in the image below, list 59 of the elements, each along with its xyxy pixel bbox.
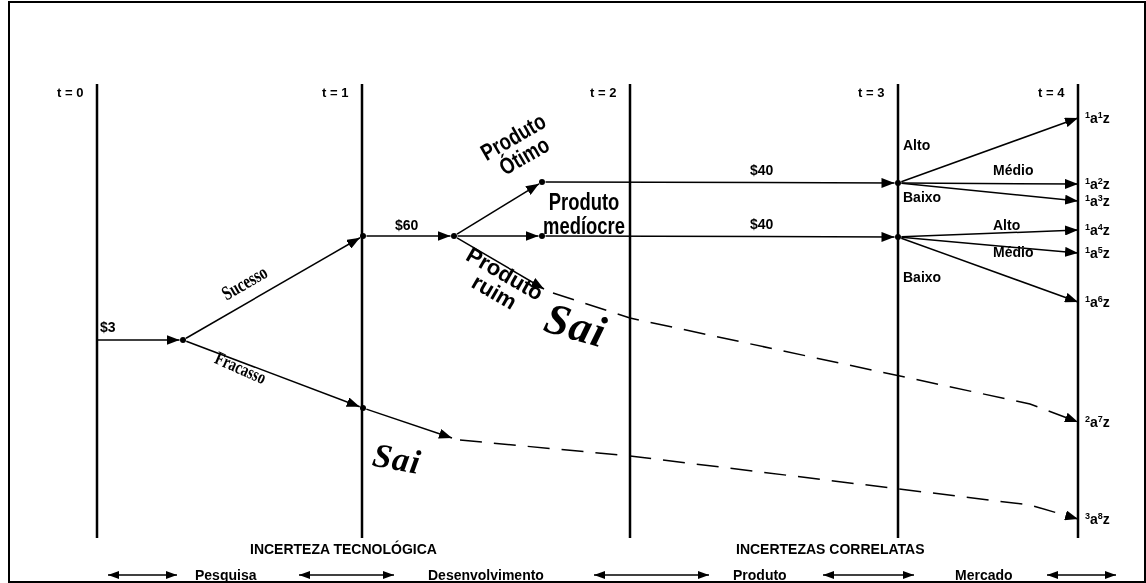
edge-label: Sucesso bbox=[218, 261, 272, 305]
time-label: t = 2 bbox=[590, 86, 617, 99]
phase-label: Mercado bbox=[955, 568, 1013, 582]
arrow bbox=[365, 408, 453, 439]
arrow bbox=[456, 231, 540, 241]
outcome-label: $^{1}$a$^{6}$z bbox=[1078, 294, 1110, 310]
edge-label: Alto bbox=[993, 218, 1021, 233]
edge-label: $40 bbox=[750, 163, 774, 178]
section-heading: INCERTEZAS CORRELATAS bbox=[736, 542, 925, 556]
arrow bbox=[544, 177, 896, 188]
arrow bbox=[900, 237, 1079, 303]
arrow bbox=[544, 231, 896, 242]
junction-point bbox=[180, 337, 186, 343]
time-label: t = 4 bbox=[1038, 86, 1065, 99]
junction-point bbox=[539, 233, 545, 239]
outcome-label: $^{3}$a$^{8}$z bbox=[1078, 511, 1110, 527]
edge-label: Alto bbox=[903, 138, 931, 153]
outcome-label: $^{1}$a$^{4}$z bbox=[1078, 222, 1110, 238]
edge-label: $3 bbox=[100, 320, 116, 335]
arrow bbox=[900, 182, 1079, 205]
arrow bbox=[365, 231, 452, 241]
edge-label: $40 bbox=[750, 217, 774, 232]
outcome-label: $^{1}$a$^{2}$z bbox=[1078, 176, 1110, 192]
arrow bbox=[456, 183, 540, 235]
arrow bbox=[900, 225, 1079, 238]
edge-label: Médio bbox=[993, 245, 1034, 260]
junction-point bbox=[360, 233, 366, 239]
edge-label: Produto medíocre bbox=[542, 190, 626, 239]
arrow bbox=[552, 292, 1079, 423]
outcome-label: $^{1}$a$^{5}$z bbox=[1078, 245, 1110, 261]
arrow bbox=[96, 335, 181, 345]
phase-label: Desenvolvimento bbox=[428, 568, 544, 582]
arrow bbox=[456, 237, 545, 290]
time-label: t = 3 bbox=[858, 86, 885, 99]
arrow bbox=[900, 117, 1079, 183]
phase-label: Pesquisa bbox=[195, 568, 257, 582]
phase-label: Produto bbox=[733, 568, 787, 582]
outcome-label: $^{2}$a$^{7}$z bbox=[1078, 414, 1110, 430]
arrow bbox=[185, 237, 361, 339]
edge-label: Médio bbox=[993, 163, 1034, 178]
outcome-label: $^{1}$a$^{1}$z bbox=[1078, 110, 1110, 126]
edge-label: $60 bbox=[395, 218, 419, 233]
edge-label: Baixo bbox=[903, 190, 942, 205]
exit-label: Sai bbox=[370, 438, 424, 480]
arrow bbox=[900, 236, 1079, 257]
junction-point bbox=[360, 405, 366, 411]
arrow bbox=[900, 178, 1079, 189]
edge-label: Baixo bbox=[903, 270, 942, 285]
outcome-label: $^{1}$a$^{3}$z bbox=[1078, 193, 1110, 209]
section-heading: INCERTEZA TECNOLÓGICA bbox=[250, 542, 437, 556]
junction-point bbox=[895, 180, 901, 186]
arrow bbox=[459, 439, 1079, 521]
junction-point bbox=[539, 179, 545, 185]
exit-label: Sai bbox=[539, 296, 612, 356]
time-label: t = 0 bbox=[57, 86, 84, 99]
junction-point bbox=[451, 233, 457, 239]
time-label: t = 1 bbox=[322, 86, 349, 99]
junction-point bbox=[895, 234, 901, 240]
arrow bbox=[185, 340, 361, 408]
